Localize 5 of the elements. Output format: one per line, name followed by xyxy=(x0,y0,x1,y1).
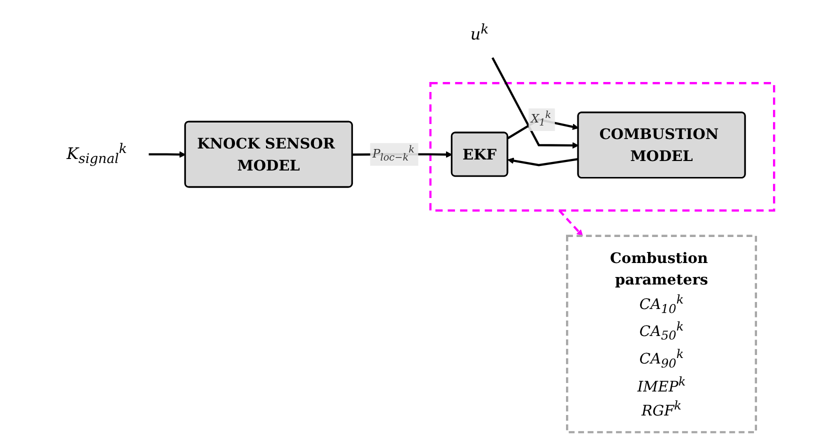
arrow xyxy=(558,210,582,236)
cluster xyxy=(428,82,775,212)
arrow xyxy=(148,151,186,158)
node-text: u$^{k}$ xyxy=(470,22,488,44)
arrow xyxy=(507,158,578,166)
